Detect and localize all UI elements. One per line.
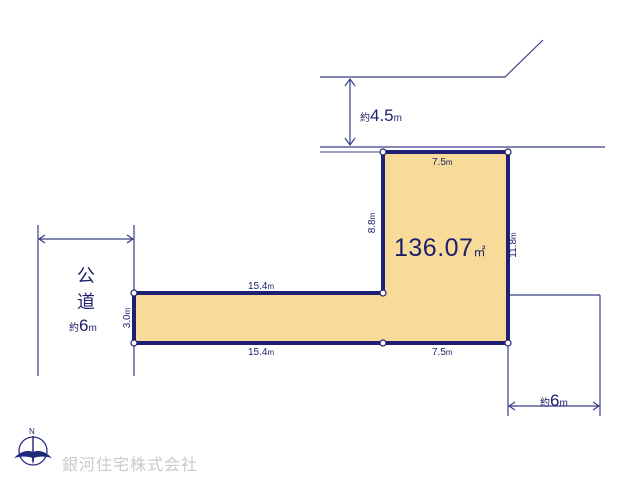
vertex-markers xyxy=(130,148,512,347)
upper-road-line xyxy=(320,39,544,78)
dim-right-unit: m xyxy=(509,232,518,239)
dim-top-unit: m xyxy=(445,158,453,167)
dim-left: 3.0m xyxy=(122,303,133,333)
dim-left-unit: m xyxy=(123,307,132,315)
dim-bottom-left-unit: m xyxy=(267,348,275,357)
lot-area-label: 136.07㎡ xyxy=(394,236,486,261)
dim-bottom-right: 7.5m xyxy=(432,348,453,358)
dim-top-value: 7.5 xyxy=(432,157,446,168)
dim-left-value: 3.0 xyxy=(122,314,133,329)
dim-inner-horizontal: 15.4m xyxy=(248,282,274,292)
left-road-unit: m xyxy=(88,323,97,334)
dim-bottom-left-value: 15.4 xyxy=(248,347,268,358)
right-road-distance-label: 約6m xyxy=(540,392,568,410)
top-distance-unit: m xyxy=(393,113,402,124)
left-road-width-arrow xyxy=(37,234,135,244)
compass-north-text: N xyxy=(29,427,35,436)
dim-inner-horizontal-unit: m xyxy=(267,282,275,291)
dim-right: 11.8m xyxy=(508,228,519,262)
right-distance-value: 6 xyxy=(550,391,560,410)
right-distance-arrow xyxy=(507,401,601,411)
dim-bottom-right-value: 7.5 xyxy=(432,347,446,358)
dim-inner-vertical-value: 8.8 xyxy=(367,219,378,234)
dim-inner-horizontal-value: 15.4 xyxy=(248,281,268,292)
dim-inner-vertical-unit: m xyxy=(368,212,377,220)
right-distance-prefix: 約 xyxy=(540,398,550,409)
top-distance-prefix: 約 xyxy=(360,113,370,124)
left-road-value: 6 xyxy=(79,316,89,335)
dim-bottom-left: 15.4m xyxy=(248,348,274,358)
dim-bottom-right-unit: m xyxy=(445,348,453,357)
dim-right-value: 11.8 xyxy=(508,238,519,258)
top-road-distance-label: 約4.5m xyxy=(360,107,402,125)
north-compass-icon xyxy=(14,436,52,466)
public-road-char-1: 公 xyxy=(77,266,95,287)
public-road-char-2: 道 xyxy=(77,292,95,313)
left-road-prefix: 約 xyxy=(69,323,79,334)
lot-area-unit: ㎡ xyxy=(473,245,486,259)
right-distance-unit: m xyxy=(559,398,568,409)
top-distance-value: 4.5 xyxy=(370,106,394,125)
top-distance-arrow xyxy=(344,77,356,147)
dim-inner-vertical: 8.8m xyxy=(367,208,378,238)
company-name: 銀河住宅株式会社 xyxy=(62,455,199,474)
lot-area-value: 136.07 xyxy=(394,234,474,262)
left-road-width-label: 約6m xyxy=(69,317,97,335)
dim-top: 7.5m xyxy=(432,158,453,168)
